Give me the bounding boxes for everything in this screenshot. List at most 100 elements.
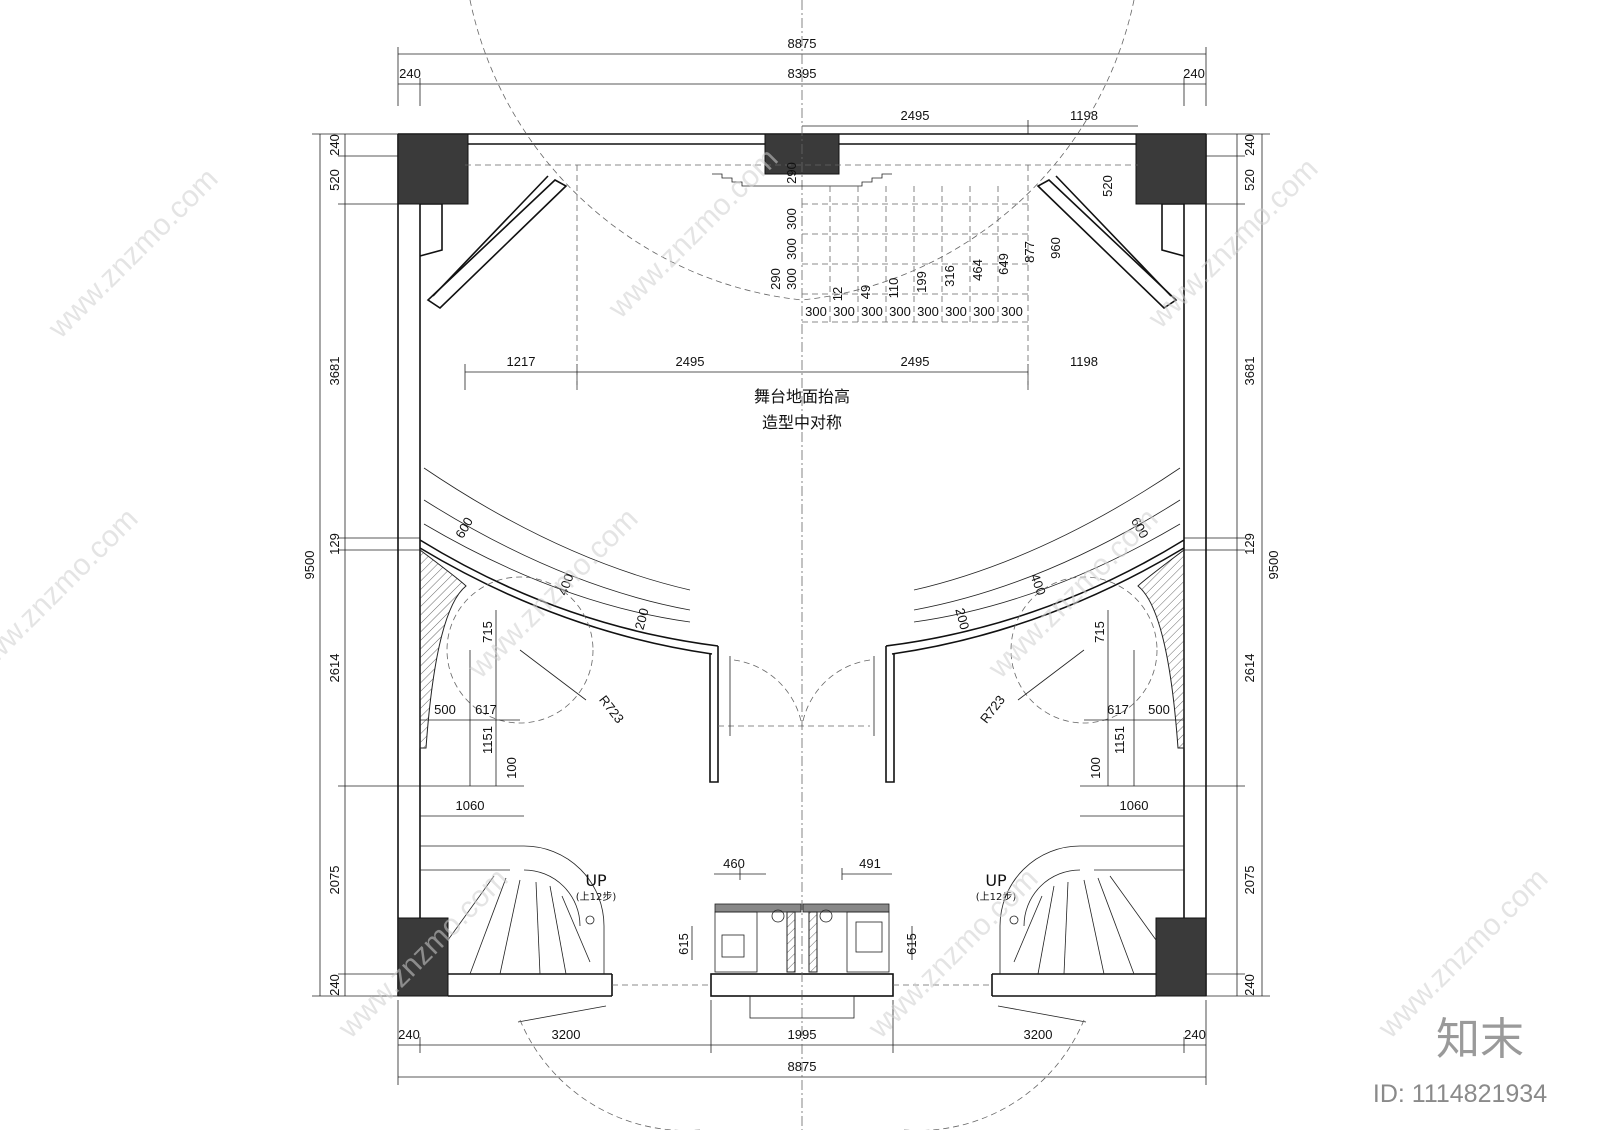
dim-right-total: 9500 <box>1266 551 1281 580</box>
dim-mid-1217: 1217 <box>507 354 536 369</box>
step-h-2: 300 <box>784 208 799 230</box>
step-rise-464: 464 <box>970 259 985 281</box>
step-w-7: 300 <box>973 304 995 319</box>
step-w-2: 300 <box>833 304 855 319</box>
step-h-3: 300 <box>784 238 799 260</box>
dim-mid-1198: 1198 <box>1070 354 1098 369</box>
watermark-site-5: www.znzmo.com <box>461 502 644 685</box>
dim-right-2614: 2614 <box>1242 654 1257 683</box>
step-rise-960: 960 <box>1048 237 1063 259</box>
spiral-stair-left <box>420 845 605 975</box>
step-rise-877: 877 <box>1022 241 1037 263</box>
left-dim-617: 617 <box>475 702 497 717</box>
column-top-left <box>397 133 469 205</box>
step-w-8: 300 <box>1001 304 1023 319</box>
right-dim-1060: 1060 <box>1120 798 1149 813</box>
stair-up-left: UP <box>585 871 607 890</box>
step-w-1: 300 <box>805 304 827 319</box>
left-dim-100: 100 <box>504 757 519 779</box>
dim-stair-2495: 2495 <box>901 108 930 123</box>
bath-dim-615-left: 615 <box>676 933 691 955</box>
dim-right-3681: 3681 <box>1242 357 1257 386</box>
stair-steps-left: (上12步) <box>576 891 617 903</box>
dim-left-2075: 2075 <box>327 866 342 895</box>
left-dim-715: 715 <box>480 621 495 643</box>
step-w-6: 300 <box>945 304 967 319</box>
left-room-dimension-lines <box>420 610 524 817</box>
dim-right-520: 520 <box>1242 169 1257 191</box>
dim-left-3681: 3681 <box>327 357 342 386</box>
stage-stair-grid <box>802 186 1028 323</box>
right-dim-100: 100 <box>1088 757 1103 779</box>
dim-right-2075: 2075 <box>1242 866 1257 895</box>
image-id-text: ID: 1114821934 <box>1373 1080 1547 1108</box>
right-dim-500: 500 <box>1148 702 1170 717</box>
dim-bottom-240-left: 240 <box>398 1027 420 1042</box>
bathroom-block <box>691 868 913 973</box>
stage-note-line2: 造型中对称 <box>762 413 842 432</box>
dim-left-129: 129 <box>327 533 342 555</box>
left-dim-1060: 1060 <box>456 798 485 813</box>
step-rise-316: 316 <box>942 265 957 287</box>
dim-stair-1198: 1198 <box>1070 108 1098 123</box>
step-height-labels: 290 300 300 300 290 12 49 110 199 316 46… <box>768 162 1115 301</box>
dim-mid-2495-a: 2495 <box>676 354 705 369</box>
watermark-site-6: www.znzmo.com <box>981 502 1164 685</box>
right-room-dimension-lines <box>1080 610 1184 817</box>
diagonal-panel-left <box>426 175 568 310</box>
step-rise-49: 49 <box>858 285 873 299</box>
dim-top-left-240: 240 <box>399 66 421 81</box>
dim-right-inner-520: 520 <box>1100 175 1115 197</box>
stage-note-line1: 舞台地面抬高 <box>754 387 850 406</box>
spiral-stair-right <box>999 845 1184 975</box>
curve-200-left: 200 <box>632 606 652 631</box>
dim-mid-2495-b: 2495 <box>901 354 930 369</box>
radius-label-right: R723 <box>977 692 1008 726</box>
dim-left-240-top: 240 <box>327 134 342 156</box>
watermark-site-1: www.znzmo.com <box>41 162 224 345</box>
left-dim-1151: 1151 <box>480 726 495 754</box>
dim-top-right-240: 240 <box>1183 66 1205 81</box>
step-h-4: 300 <box>784 268 799 290</box>
brand-logo-text: 知末 <box>1436 1014 1524 1065</box>
step-h-1: 290 <box>784 162 799 184</box>
step-rise-649: 649 <box>996 253 1011 275</box>
column-top-right <box>1135 133 1207 205</box>
right-dim-617: 617 <box>1107 702 1129 717</box>
curved-stage-edge-right <box>801 467 1185 783</box>
column-bottom-right <box>1155 917 1207 997</box>
step-width-labels: 300 300 300 300 300 300 300 300 <box>805 304 1023 319</box>
dim-right-129: 129 <box>1242 533 1257 555</box>
step-rise-199: 199 <box>914 271 929 293</box>
column-bottom-left <box>397 917 449 997</box>
watermark-site-4: www.znzmo.com <box>0 502 145 685</box>
bath-dim-615-right: 615 <box>904 933 919 955</box>
watermark-site-7: www.znzmo.com <box>331 862 514 1045</box>
dim-right-240-top: 240 <box>1242 134 1257 156</box>
stair-up-right: UP <box>985 871 1007 890</box>
curve-400-right: 400 <box>1027 572 1049 598</box>
step-h-5: 290 <box>768 268 783 290</box>
curve-400-left: 400 <box>555 572 577 598</box>
step-w-5: 300 <box>917 304 939 319</box>
dim-left-2614: 2614 <box>327 654 342 683</box>
step-rise-12: 12 <box>830 287 845 301</box>
side-dimension-lines <box>312 133 1270 997</box>
curved-stage-edge-left <box>419 467 870 783</box>
step-w-4: 300 <box>889 304 911 319</box>
curve-200-right: 200 <box>952 606 972 631</box>
curve-600-left: 600 <box>452 515 476 541</box>
dim-bottom-3200-right: 3200 <box>1024 1027 1053 1042</box>
step-w-3: 300 <box>861 304 883 319</box>
watermark-site-2: www.znzmo.com <box>601 142 784 325</box>
right-dim-1151: 1151 <box>1112 726 1127 754</box>
step-rise-110: 110 <box>886 278 901 299</box>
bath-dim-491: 491 <box>859 856 881 871</box>
right-dim-715: 715 <box>1092 621 1107 643</box>
dim-left-520: 520 <box>327 169 342 191</box>
dim-left-240-bottom: 240 <box>327 974 342 996</box>
radius-label-left: R723 <box>596 692 627 726</box>
diagonal-panel-right <box>1036 175 1178 310</box>
stage-step-platform <box>712 173 892 187</box>
